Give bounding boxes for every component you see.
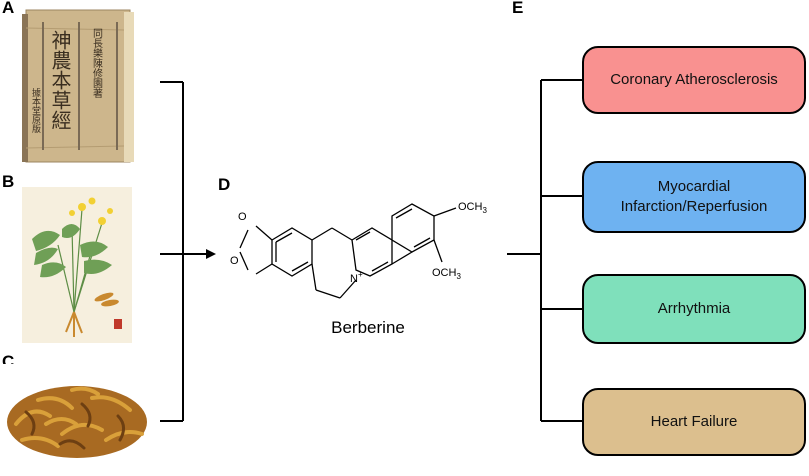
- panel-label-e: E: [512, 0, 524, 17]
- coptis-plant-drawing: [22, 187, 132, 343]
- oxygen-1-label: O: [238, 211, 247, 223]
- panel-label-a: A: [2, 0, 15, 17]
- panel-label-b: B: [2, 172, 15, 191]
- outcome-label: Myocardial Infarction/Reperfusion: [620, 177, 768, 215]
- book-side-text-2: 據本堂原版: [30, 87, 41, 134]
- plant-illustration: [22, 187, 132, 343]
- methoxy-2-label: OCH3: [432, 267, 461, 281]
- outcome-box-arrhythmia: Arrhythmia: [582, 274, 806, 344]
- outcome-label: Arrhythmia: [657, 299, 731, 317]
- outcome-box-coronary-atherosclerosis: Coronary Atherosclerosis: [582, 46, 806, 114]
- dried-rhizome-photo: [2, 364, 152, 464]
- nitrogen-label: N+: [350, 270, 363, 285]
- book-side-text-1: 同長樂陳修園著: [91, 28, 103, 98]
- book-illustration: 神農本草經 同長樂陳修園著 據本堂原版: [20, 8, 138, 166]
- ring-a: [271, 227, 313, 277]
- berberine-structure: O O N+ OCH3 OCH3: [230, 201, 487, 299]
- ring-c: [351, 227, 393, 277]
- outcome-label: Coronary Atherosclerosis: [610, 70, 778, 88]
- book-cover-title: 神農本草經: [48, 30, 72, 130]
- rhizome-pile: [2, 364, 152, 464]
- methoxy-1-label: OCH3: [458, 201, 487, 215]
- ring-d: [391, 203, 435, 253]
- oxygen-2-label: O: [230, 255, 239, 267]
- outcome-label: Heart Failure: [650, 412, 738, 430]
- outcome-box-heart-failure: Heart Failure: [582, 388, 806, 456]
- outcome-box-myocardial-infarction: Myocardial Infarction/Reperfusion: [582, 161, 806, 233]
- molecule-name: Berberine: [331, 318, 405, 337]
- ancient-book-photo: 神農本草經 同長樂陳修園著 據本堂原版: [20, 8, 138, 166]
- panel-label-d: D: [218, 175, 231, 194]
